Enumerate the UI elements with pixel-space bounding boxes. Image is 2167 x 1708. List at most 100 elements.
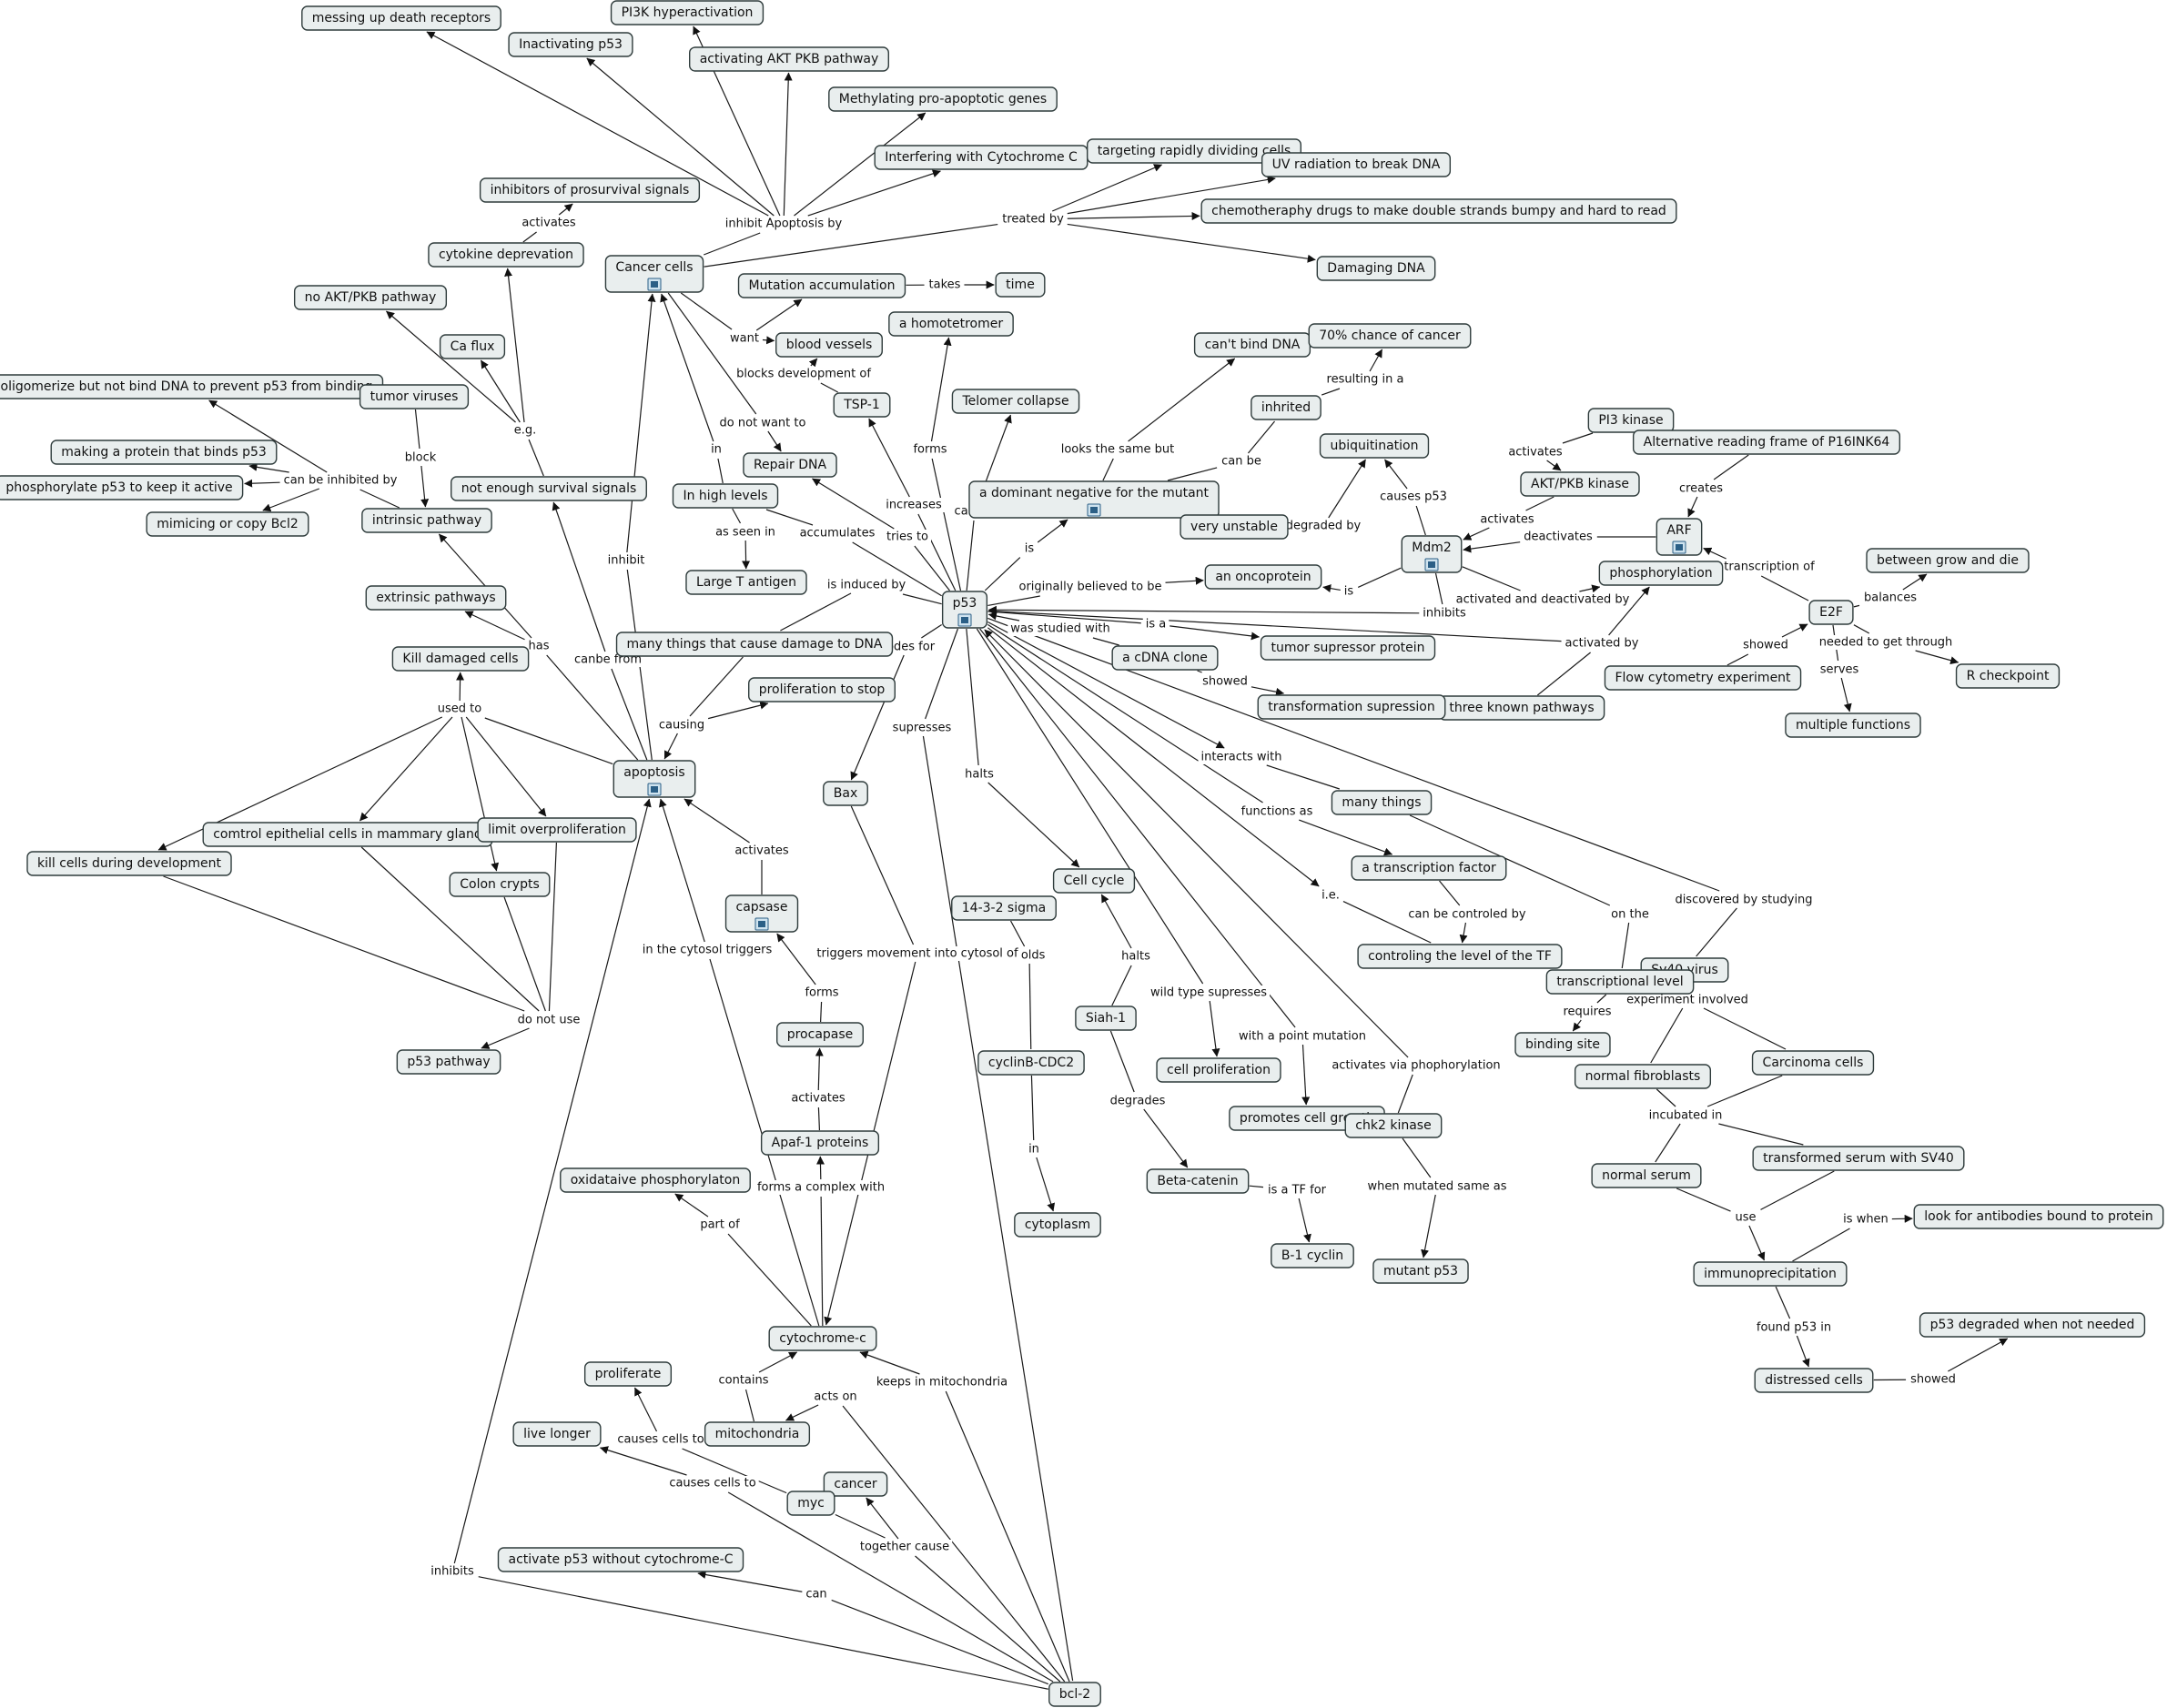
node-arf[interactable]: ARF (1656, 518, 1703, 556)
node-rchk[interactable]: R checkpoint (1955, 663, 2061, 689)
node-tsupp[interactable]: tumor supressor protein (1260, 635, 1436, 661)
resource-icon[interactable] (1087, 503, 1101, 517)
node-live[interactable]: live longer (512, 1421, 602, 1447)
resource-icon[interactable] (754, 917, 769, 931)
node-intr[interactable]: intrinsic pathway (361, 508, 492, 533)
node-cytd[interactable]: cytokine deprevation (428, 242, 584, 268)
node-b1[interactable]: B-1 cyclin (1271, 1243, 1354, 1268)
node-cyto[interactable]: cytoplasm (1014, 1212, 1101, 1238)
resource-icon[interactable] (647, 783, 662, 796)
node-meth[interactable]: Methylating pro-apoptotic genes (828, 86, 1058, 112)
node-cancer2[interactable]: cancer (823, 1471, 888, 1497)
node-bcl2[interactable]: bcl-2 (1048, 1682, 1101, 1707)
node-myc[interactable]: myc (786, 1491, 835, 1516)
node-colon[interactable]: Colon crypts (449, 872, 551, 897)
node-aktk[interactable]: AKT/PKB kinase (1520, 471, 1640, 497)
node-immuno[interactable]: immunoprecipitation (1693, 1261, 1848, 1287)
node-flow[interactable]: Flow cytometry experiment (1604, 665, 1802, 691)
node-mtcd[interactable]: many things that cause damage to DNA (615, 632, 894, 657)
node-akt[interactable]: activating AKT PKB pathway (688, 46, 890, 72)
node-mp53[interactable]: mutant p53 (1372, 1258, 1469, 1284)
node-ubiq[interactable]: ubiquitination (1319, 433, 1430, 459)
node-chk2[interactable]: chk2 kinase (1344, 1113, 1443, 1138)
node-cyclb[interactable]: cyclinB-CDC2 (977, 1050, 1085, 1076)
node-sig[interactable]: 14-3-2 sigma (951, 895, 1057, 921)
node-tkp[interactable]: three known pathways (1438, 695, 1605, 721)
node-dneg[interactable]: a dominant negative for the mutant (968, 480, 1220, 519)
node-siah[interactable]: Siah-1 (1075, 1006, 1137, 1031)
node-bv[interactable]: blood vessels (775, 332, 883, 358)
node-carc[interactable]: Carcinoma cells (1751, 1050, 1875, 1076)
node-cc[interactable]: Cell cycle (1052, 868, 1136, 894)
node-mdm2[interactable]: Mdm2 (1401, 535, 1463, 573)
node-atf[interactable]: a transcription factor (1351, 855, 1507, 881)
node-bcat[interactable]: Beta-catenin (1146, 1168, 1250, 1194)
node-vun[interactable]: very unstable (1180, 514, 1289, 540)
node-cytc[interactable]: cytochrome-c (768, 1326, 877, 1351)
node-e2f[interactable]: E2F (1808, 600, 1854, 625)
node-trdc[interactable]: targeting rapidly dividing cells (1086, 138, 1302, 164)
node-chemo[interactable]: chemotheraphy drugs to make double stran… (1200, 198, 1677, 224)
node-kdc[interactable]: Kill damaged cells (391, 646, 530, 672)
node-arp[interactable]: Alternative reading frame of P16INK64 (1632, 430, 1901, 455)
node-prolif[interactable]: proliferate (583, 1361, 673, 1387)
node-mkp[interactable]: making a protein that binds p53 (50, 440, 278, 465)
resource-icon[interactable] (1672, 541, 1686, 554)
node-lta[interactable]: Large T antigen (685, 570, 807, 595)
node-olig[interactable]: oligomerize but not bind DNA to prevent … (0, 374, 384, 399)
node-icyt[interactable]: Interfering with Cytochrome C (874, 145, 1089, 170)
node-ctf[interactable]: controling the level of the TF (1357, 944, 1563, 969)
node-apaf[interactable]: Apaf-1 proteins (760, 1130, 880, 1156)
node-ips[interactable]: inhibitors of prosurvival signals (479, 177, 701, 203)
node-bsite[interactable]: binding site (1514, 1032, 1611, 1057)
node-extr[interactable]: extrinsic pathways (365, 585, 507, 611)
node-multi[interactable]: multiple functions (1785, 713, 1921, 738)
node-mut[interactable]: Mutation accumulation (737, 273, 906, 298)
node-tsp[interactable]: TSP-1 (833, 392, 891, 418)
node-seventy[interactable]: 70% chance of cancer (1308, 323, 1472, 349)
node-tsv[interactable]: transformed serum with SV40 (1752, 1146, 1965, 1171)
node-p53dnn[interactable]: p53 degraded when not needed (1919, 1312, 2146, 1338)
node-p53path[interactable]: p53 pathway (396, 1049, 501, 1075)
node-tumv[interactable]: tumor viruses (359, 384, 470, 409)
node-phos[interactable]: phosphorylation (1598, 561, 1724, 586)
node-phos53[interactable]: phosphorylate p53 to keep it active (0, 475, 244, 500)
node-lab[interactable]: look for antibodies bound to protein (1913, 1204, 2164, 1229)
node-lop[interactable]: limit overproliferation (477, 817, 637, 843)
node-nfib[interactable]: normal fibroblasts (1574, 1064, 1712, 1089)
node-uv[interactable]: UV radiation to break DNA (1261, 152, 1452, 177)
node-bax[interactable]: Bax (823, 781, 868, 806)
node-inhigh[interactable]: In high levels (672, 483, 779, 509)
node-procap[interactable]: procapase (776, 1022, 864, 1047)
node-time[interactable]: time (995, 272, 1046, 298)
node-repair[interactable]: Repair DNA (743, 452, 837, 478)
node-cecm[interactable]: comtrol epithelial cells in mammary glan… (202, 822, 493, 847)
node-pi3k[interactable]: PI3 kinase (1587, 408, 1675, 433)
node-pi3h[interactable]: PI3K hyperactivation (610, 0, 765, 25)
resource-icon[interactable] (957, 613, 972, 627)
node-nes[interactable]: not enough survival signals (451, 476, 647, 501)
node-mito[interactable]: mitochondria (704, 1421, 811, 1447)
node-p53[interactable]: p53 (941, 591, 988, 629)
resource-icon[interactable] (1424, 558, 1439, 571)
node-cancer[interactable]: Cancer cells (604, 255, 704, 293)
node-caflux[interactable]: Ca flux (439, 334, 506, 359)
node-pts[interactable]: proliferation to stop (748, 677, 896, 702)
node-noakt[interactable]: no AKT/PKB pathway (293, 285, 448, 310)
node-mdr[interactable]: messing up death receptors (301, 5, 501, 31)
node-onco[interactable]: an oncoprotein (1204, 564, 1322, 590)
node-mimic[interactable]: mimicing or copy Bcl2 (146, 511, 309, 537)
resource-icon[interactable] (647, 278, 662, 291)
node-bgd[interactable]: between grow and die (1866, 548, 2030, 573)
node-cbd[interactable]: can't bind DNA (1193, 332, 1311, 358)
node-telo[interactable]: Telomer collapse (951, 389, 1080, 414)
node-homo[interactable]: a homotetromer (888, 311, 1014, 337)
node-inp53[interactable]: Inactivating p53 (508, 32, 633, 57)
node-tl[interactable]: transcriptional level (1545, 969, 1695, 995)
node-apop[interactable]: apoptosis (613, 760, 696, 798)
node-dcells[interactable]: distressed cells (1754, 1368, 1874, 1393)
node-ddna[interactable]: Damaging DNA (1316, 256, 1436, 281)
node-caps[interactable]: capsase (724, 894, 799, 933)
node-cdna[interactable]: a cDNA clone (1111, 645, 1219, 671)
node-oxp[interactable]: oxidataive phosphorylaton (560, 1167, 751, 1193)
